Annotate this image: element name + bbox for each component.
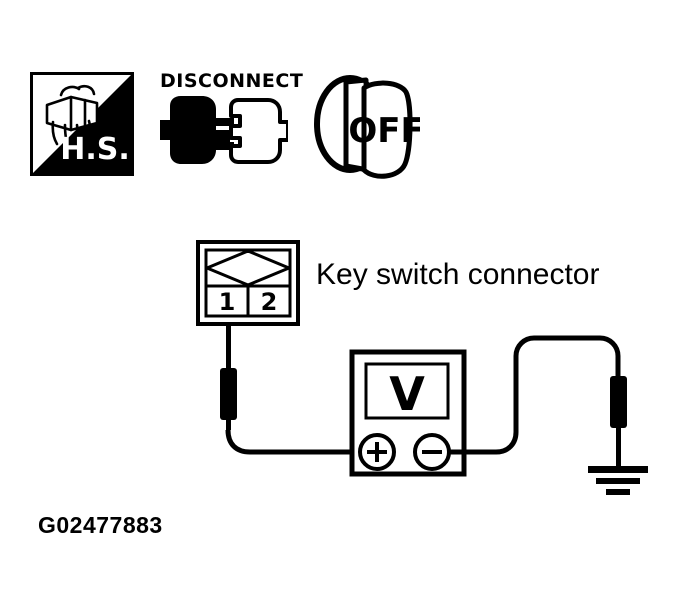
key-switch-connector-graphic: 1 2 [196, 240, 300, 326]
disconnect-icon-graphic [160, 96, 288, 164]
terminal-number-1: 1 [219, 288, 236, 316]
off-icon-text: OFF [348, 111, 420, 151]
ignition-key-off-symbol-icon: OFF [306, 66, 424, 188]
chassis-ground-symbol [588, 466, 648, 495]
off-icon-graphic: OFF [314, 75, 424, 179]
hs-icon-graphic: H.S. [33, 75, 131, 173]
voltmeter-display [364, 362, 450, 420]
key-switch-connector: 1 2 [196, 240, 300, 326]
positive-test-lead [225, 429, 358, 455]
hs-icon-text: H.S. [60, 132, 130, 167]
voltmeter-negative-terminal [413, 433, 451, 471]
hand-start-symbol-icon: H.S. [30, 72, 134, 176]
voltmeter: V [349, 349, 467, 477]
negative-test-lead [449, 335, 621, 455]
positive-test-probe [220, 322, 237, 430]
key-switch-connector-label: Key switch connector [316, 258, 600, 291]
terminal-number-2: 2 [261, 288, 278, 316]
disconnect-symbol-icon: DISCONNECT [160, 70, 304, 182]
voltmeter-positive-terminal [358, 433, 396, 471]
figure-id-label: G02477883 [38, 512, 163, 538]
voltmeter-display-symbol: V [389, 367, 425, 421]
disconnect-label: DISCONNECT [160, 70, 304, 92]
negative-test-probe [610, 376, 627, 466]
